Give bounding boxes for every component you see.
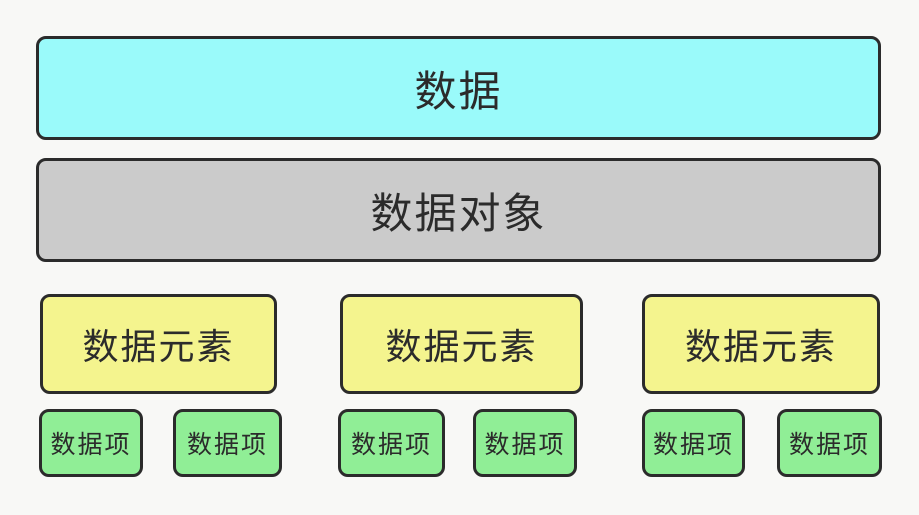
node-data-element-1: 数据元素: [40, 294, 277, 394]
node-data-item-3: 数据项: [338, 409, 445, 477]
node-data-item-1: 数据项: [39, 409, 143, 477]
node-data-object-label: 数据对象: [370, 189, 547, 237]
node-data-item-5: 数据项: [642, 409, 745, 477]
node-data-element-label: 数据元素: [385, 326, 538, 367]
node-data-item-label: 数据项: [484, 431, 566, 459]
node-data-item-2: 数据项: [173, 409, 282, 477]
node-data-item-label: 数据项: [652, 431, 734, 459]
node-data-element-label: 数据元素: [82, 326, 235, 367]
node-data-element-label: 数据元素: [684, 326, 837, 367]
node-data-item-label: 数据项: [50, 431, 132, 459]
node-data: 数据: [36, 36, 881, 140]
node-data-item-6: 数据项: [777, 409, 882, 477]
node-data-item-label: 数据项: [788, 431, 870, 459]
node-data-label: 数据: [414, 67, 503, 115]
node-data-item-label: 数据项: [350, 431, 432, 459]
node-data-object: 数据对象: [36, 158, 881, 262]
node-data-element-2: 数据元素: [340, 294, 583, 394]
node-data-item-label: 数据项: [186, 431, 268, 459]
node-data-item-4: 数据项: [473, 409, 577, 477]
node-data-element-3: 数据元素: [642, 294, 880, 394]
